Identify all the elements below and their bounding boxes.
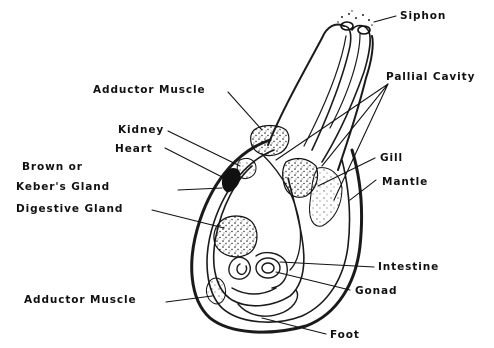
digestive-gland-shape [214,216,257,257]
leader-mantle [350,180,376,200]
leader-pallial-3 [276,84,388,160]
intestine-coils [229,253,287,294]
label-mantle: Mantle [382,176,428,188]
clam-body-drawing [192,10,373,332]
leader-digestive-gland [152,210,224,228]
label-gill: Gill [380,152,403,164]
leader-kidney [168,131,240,166]
label-brown-gland-line1: Brown or [22,161,83,173]
leader-siphon [374,16,396,22]
label-pallial-cavity: Pallial Cavity [386,71,475,83]
leader-heart [165,148,228,180]
label-foot: Foot [330,329,360,341]
label-gonad: Gonad [355,285,397,297]
label-kidney: Kidney [118,124,164,136]
kidney-shape [237,158,256,178]
label-adductor-muscle-bottom: Adductor Muscle [24,294,137,306]
label-digestive-gland: Digestive Gland [16,203,123,215]
adductor-muscle-top-shape [251,126,289,156]
label-adductor-muscle-top: Adductor Muscle [93,84,206,96]
leader-adductor-bottom [166,296,212,302]
leader-gonad [276,272,350,290]
label-intestine: Intestine [378,261,439,273]
label-brown-gland-line2: Keber's Gland [16,181,110,193]
leader-adductor-top [228,92,262,130]
label-siphon: Siphon [400,10,446,22]
adductor-muscle-bottom-shape [206,278,225,304]
label-heart: Heart [115,143,153,155]
